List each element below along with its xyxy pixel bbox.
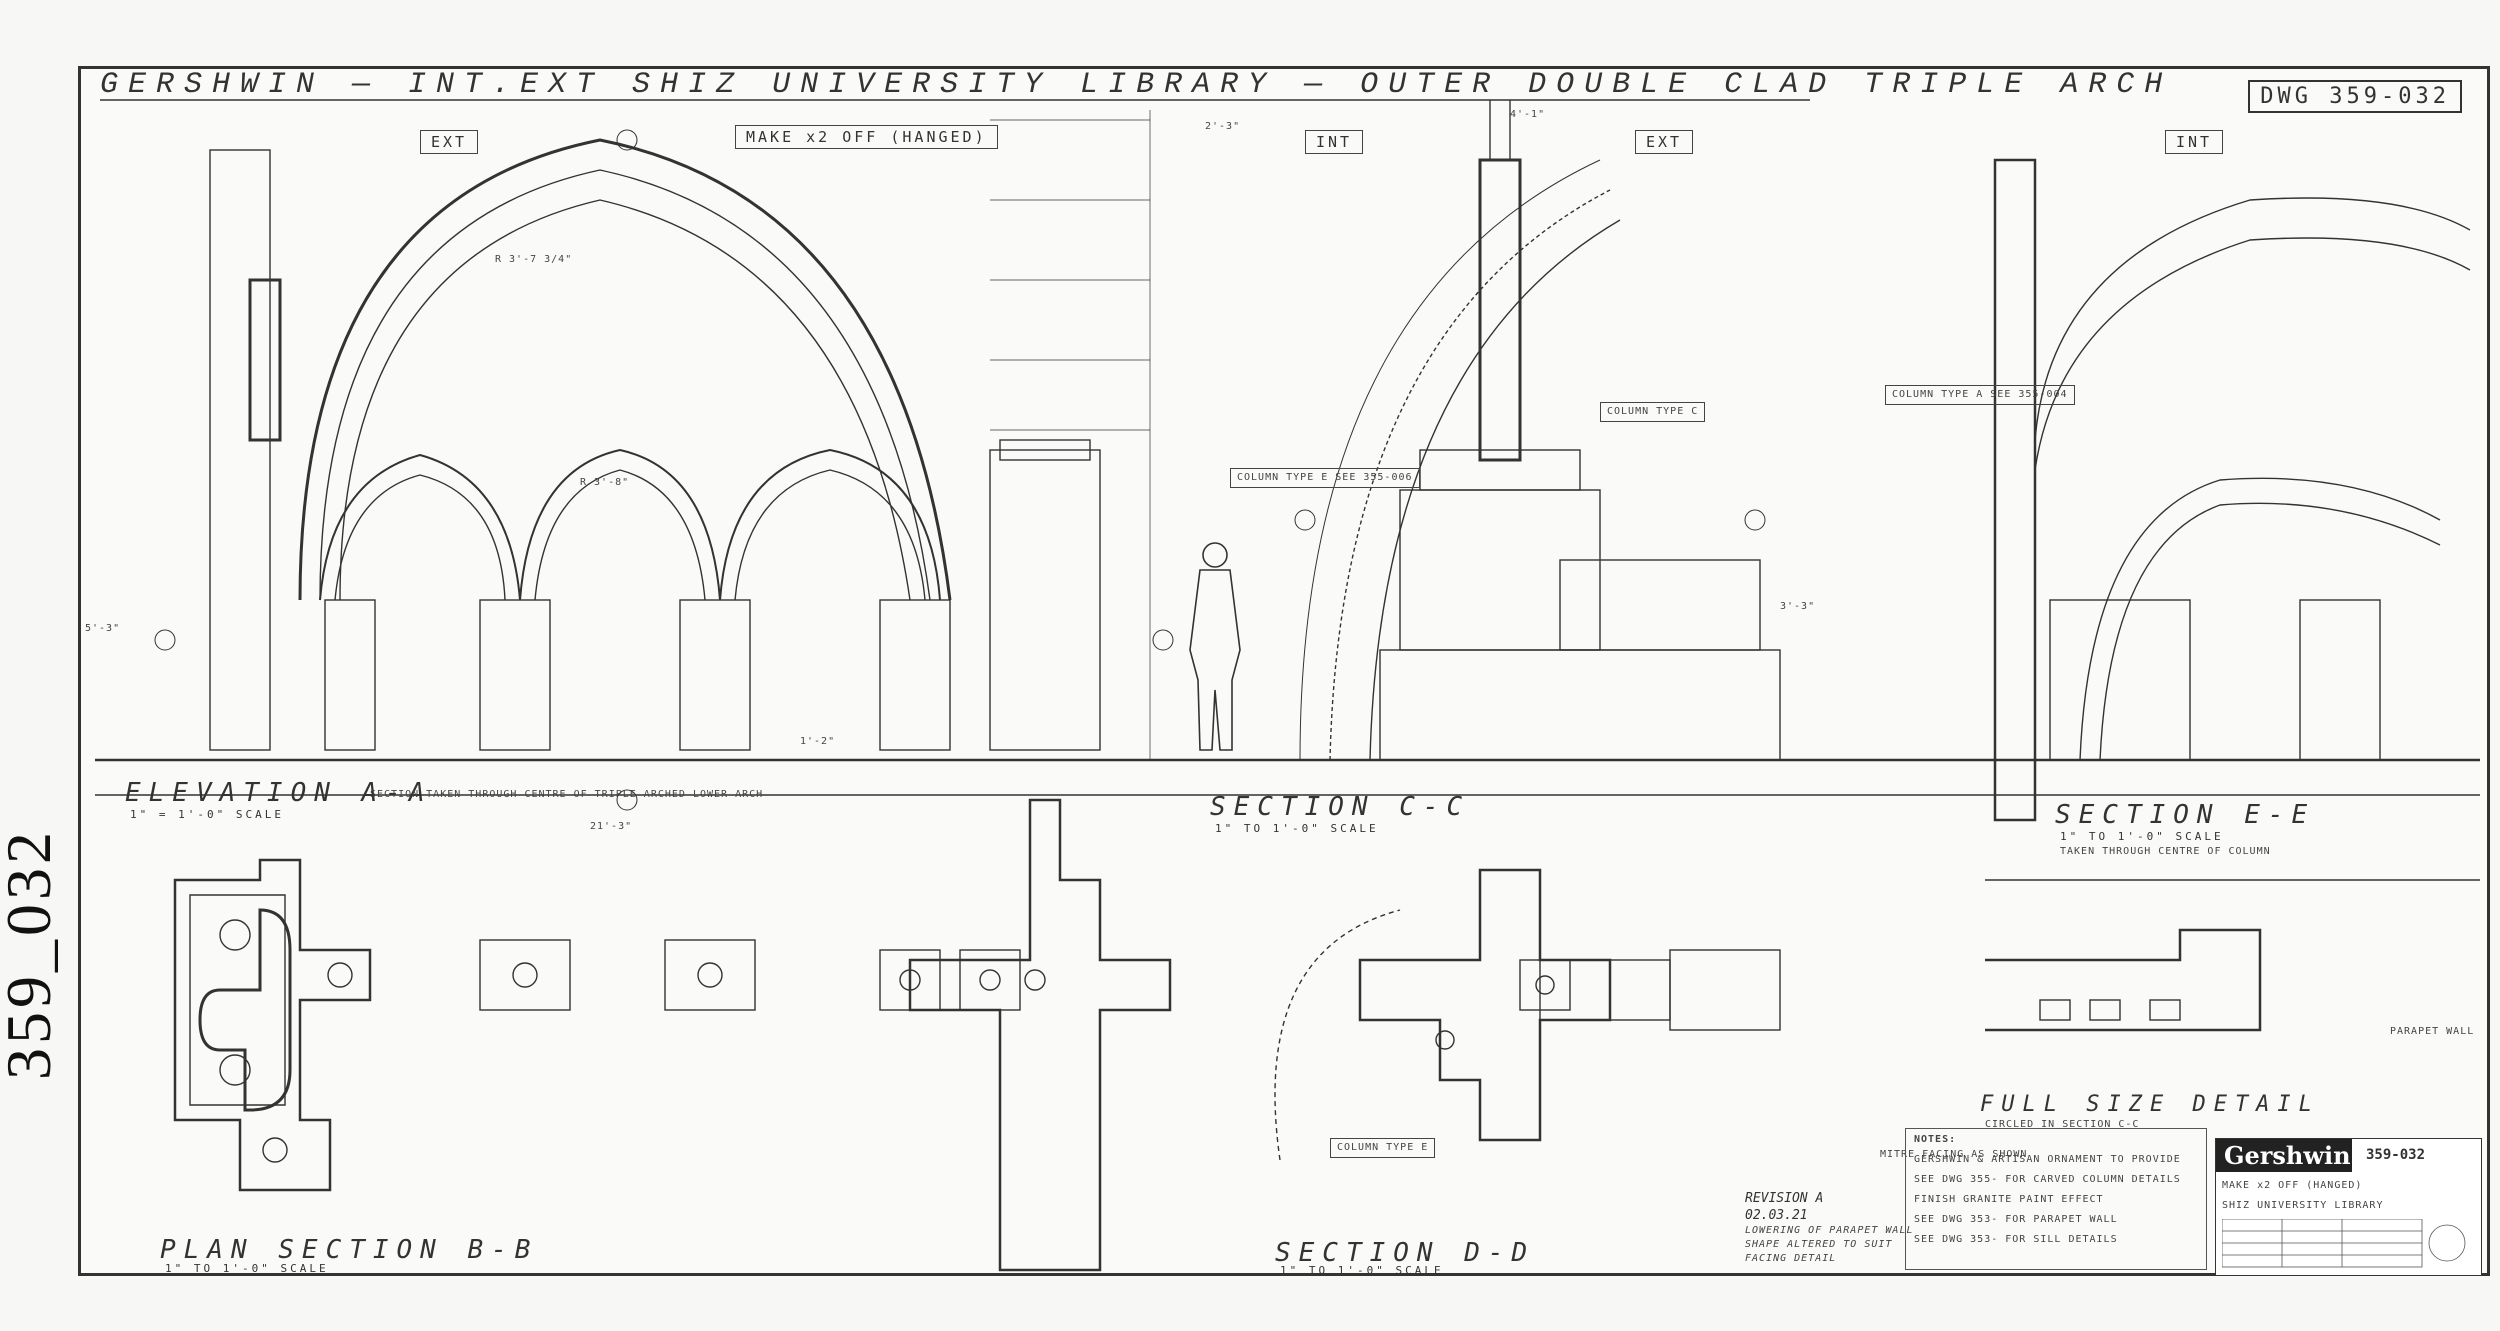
title-block: Gershwin. MAKE x2 OFF (HANGED) SHIZ UNIV…: [2215, 1138, 2482, 1276]
plan-section-title: PLAN SECTION B-B: [160, 1235, 539, 1265]
tag-int-2: INT: [2165, 130, 2224, 154]
revision-line: LOWERING OF PARAPET WALL: [1745, 1225, 1914, 1236]
section-e-scale: 1" TO 1'-0" SCALE: [2060, 830, 2224, 843]
dim-2: 4'-1": [1510, 109, 1546, 120]
elevation-note: SECTION TAKEN THROUGH CENTRE OF TRIPLE A…: [370, 789, 764, 800]
sheet-title: GERSHWIN — INT.EXT SHIZ UNIVERSITY LIBRA…: [100, 68, 2173, 102]
masonry-courses: [990, 110, 1151, 760]
brand-logo: Gershwin.: [2216, 1139, 2359, 1172]
title-block-make: MAKE x2 OFF (HANGED): [2222, 1180, 2363, 1191]
dim-3: 3'-3": [1780, 601, 1816, 612]
section-c-drawing: [1299, 100, 1781, 761]
tag-ext-2: EXT: [1635, 130, 1694, 154]
dim-6: 21'-3": [590, 821, 633, 832]
tag-ext-1: EXT: [420, 130, 479, 154]
title-block-project: SHIZ UNIVERSITY LIBRARY: [2222, 1200, 2384, 1211]
dim-5: 1'-2": [800, 736, 836, 747]
dim-7: R 3'-7 3/4": [495, 254, 573, 265]
note-line: SEE DWG 353- FOR PARAPET WALL: [1914, 1214, 2118, 1225]
section-c-scale: 1" TO 1'-0" SCALE: [1215, 822, 1379, 835]
elevation-arches: [298, 138, 952, 601]
title-block-dwg: 359-032: [2366, 1147, 2426, 1163]
note-line: SEE DWG 355- FOR CARVED COLUMN DETAILS: [1914, 1174, 2181, 1185]
callout-column-type-e-plan: COLUMN TYPE E: [1330, 1138, 1436, 1158]
make-note: MAKE x2 OFF (HANGED): [735, 125, 998, 149]
plan-section-scale: 1" TO 1'-0" SCALE: [165, 1262, 329, 1275]
section-e-title: SECTION E-E: [2055, 800, 2316, 830]
revision-title: REVISION A: [1745, 1191, 1824, 1206]
elevation-columns: [209, 149, 1101, 751]
scale-figure: [1189, 542, 1241, 751]
callout-column-type-a: COLUMN TYPE A SEE 355-004: [1885, 385, 2075, 405]
notes-box: NOTES: GERSHWIN & ARTISAN ORNAMENT TO PR…: [1905, 1128, 2207, 1270]
drawing-number: DWG 359-032: [2248, 80, 2462, 113]
note-line: FINISH GRANITE PAINT EFFECT: [1914, 1194, 2104, 1205]
section-e-note: TAKEN THROUGH CENTRE OF COLUMN: [2060, 846, 2271, 857]
grid-markers: [154, 129, 1766, 811]
plan-section-drawing: [173, 858, 756, 1192]
note-line: SEE DWG 353- FOR SILL DETAILS: [1914, 1234, 2118, 1245]
callout-column-type-e: COLUMN TYPE E SEE 355-006: [1230, 468, 1420, 488]
revision-date: 02.03.21: [1745, 1208, 1808, 1223]
callout-parapet-wall: PARAPET WALL: [2390, 1026, 2475, 1037]
revision-block: REVISION A 02.03.21 LOWERING OF PARAPET …: [1745, 1190, 1914, 1266]
revision-line: FACING DETAIL: [1745, 1253, 1837, 1264]
margin-number: 359_032: [0, 828, 64, 1080]
tag-int-1: INT: [1305, 130, 1364, 154]
section-d-scale: 1" TO 1'-0" SCALE: [1280, 1264, 1444, 1277]
dim-1: 2'-3": [1205, 121, 1241, 132]
section-plan-cross: [879, 798, 1172, 1272]
elevation-scale: 1" = 1'-0" SCALE: [130, 808, 284, 821]
section-d-drawing: [1274, 868, 1781, 1161]
notes-heading: NOTES:: [1914, 1134, 1957, 1145]
full-size-title: FULL SIZE DETAIL: [1980, 1092, 2320, 1117]
note-line: GERSHWIN & ARTISAN ORNAMENT TO PROVIDE: [1914, 1154, 2181, 1165]
revision-line: SHAPE ALTERED TO SUIT: [1745, 1239, 1893, 1250]
section-c-title: SECTION C-C: [1210, 792, 1471, 822]
dim-4: 5'-3": [85, 623, 121, 634]
full-size-detail: [1985, 879, 2480, 1032]
dim-8: R 3'-8": [580, 477, 630, 488]
section-e-drawing: [1993, 158, 2471, 822]
callout-column-type-c: COLUMN TYPE C: [1600, 402, 1706, 422]
callout-mitre: MITRE FACING AS SHOWN: [1880, 1149, 2028, 1160]
full-size-note: CIRCLED IN SECTION C-C: [1985, 1119, 2140, 1130]
elevation-title: ELEVATION A-A: [125, 778, 433, 808]
title-block-grid: [2222, 1219, 2466, 1268]
section-d-title: SECTION D-D: [1275, 1238, 1536, 1268]
